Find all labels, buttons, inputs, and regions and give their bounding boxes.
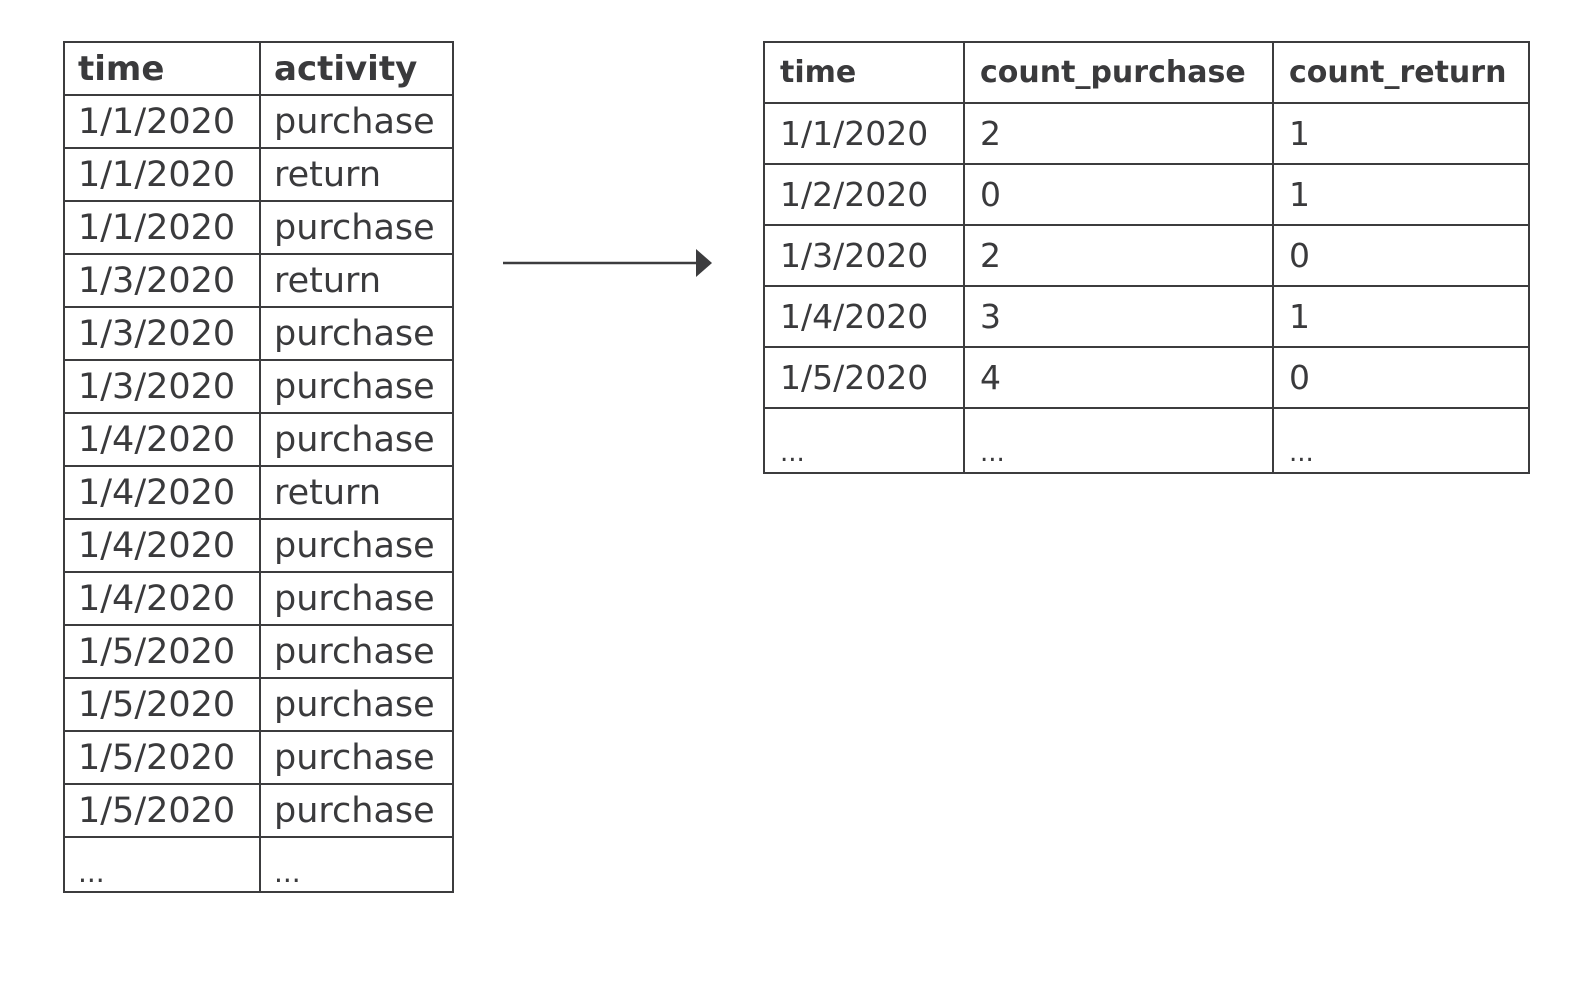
column-header-time: time <box>763 41 965 104</box>
table-row: 1/3/2020 return <box>63 253 454 308</box>
activity-cell: purchase <box>259 412 454 467</box>
activity-cell: purchase <box>259 200 454 255</box>
count-return-cell: ... <box>1272 407 1530 474</box>
column-header-count-purchase: count_purchase <box>963 41 1274 104</box>
table-row: 1/1/2020 purchase <box>63 94 454 149</box>
table-row-ellipsis: ... ... ... <box>763 407 1530 474</box>
column-header-count-return: count_return <box>1272 41 1530 104</box>
count-return-cell: 0 <box>1272 346 1530 409</box>
table-row: 1/4/2020 return <box>63 465 454 520</box>
count-return-cell: 1 <box>1272 102 1530 165</box>
arrow-right-icon <box>503 249 712 277</box>
table-row: 1/3/2020 purchase <box>63 359 454 414</box>
column-header-activity: activity <box>259 41 454 96</box>
count-return-cell: 0 <box>1272 224 1530 287</box>
table-row: 1/5/2020 4 0 <box>763 346 1530 409</box>
activity-cell: purchase <box>259 518 454 573</box>
count-purchase-cell: 0 <box>963 163 1274 226</box>
activity-cell: purchase <box>259 306 454 361</box>
time-cell: 1/1/2020 <box>63 200 261 255</box>
time-cell: 1/3/2020 <box>63 306 261 361</box>
count-return-cell: 1 <box>1272 285 1530 348</box>
time-cell: 1/1/2020 <box>63 94 261 149</box>
header-row: time activity <box>63 41 454 96</box>
table-row: 1/4/2020 purchase <box>63 571 454 626</box>
time-cell: ... <box>763 407 965 474</box>
time-cell: 1/5/2020 <box>63 677 261 732</box>
table-row: 1/1/2020 2 1 <box>763 102 1530 165</box>
table-row: 1/4/2020 purchase <box>63 518 454 573</box>
column-header-time: time <box>63 41 261 96</box>
time-cell: 1/2/2020 <box>763 163 965 226</box>
table-row: 1/1/2020 return <box>63 147 454 202</box>
activity-cell: purchase <box>259 94 454 149</box>
time-cell: ... <box>63 836 261 893</box>
count-return-cell: 1 <box>1272 163 1530 226</box>
raw-activity-table: time activity 1/1/2020 purchase 1/1/2020… <box>63 41 454 893</box>
count-purchase-cell: 2 <box>963 224 1274 287</box>
table-row: 1/3/2020 2 0 <box>763 224 1530 287</box>
time-cell: 1/5/2020 <box>63 783 261 838</box>
time-cell: 1/1/2020 <box>763 102 965 165</box>
activity-cell: purchase <box>259 677 454 732</box>
time-cell: 1/3/2020 <box>63 253 261 308</box>
aggregated-count-table: time count_purchase count_return 1/1/202… <box>763 41 1530 474</box>
count-purchase-cell: 2 <box>963 102 1274 165</box>
table-row-ellipsis: ... ... <box>63 836 454 893</box>
time-cell: 1/4/2020 <box>763 285 965 348</box>
time-cell: 1/4/2020 <box>63 518 261 573</box>
header-row: time count_purchase count_return <box>763 41 1530 104</box>
table-row: 1/5/2020 purchase <box>63 624 454 679</box>
time-cell: 1/4/2020 <box>63 465 261 520</box>
activity-cell: purchase <box>259 359 454 414</box>
activity-cell: purchase <box>259 624 454 679</box>
table-row: 1/4/2020 purchase <box>63 412 454 467</box>
time-cell: 1/3/2020 <box>763 224 965 287</box>
time-cell: 1/3/2020 <box>63 359 261 414</box>
activity-cell: ... <box>259 836 454 893</box>
count-purchase-cell: 3 <box>963 285 1274 348</box>
table-row: 1/3/2020 purchase <box>63 306 454 361</box>
count-purchase-cell: ... <box>963 407 1274 474</box>
table-row: 1/5/2020 purchase <box>63 783 454 838</box>
activity-cell: return <box>259 465 454 520</box>
table-row: 1/4/2020 3 1 <box>763 285 1530 348</box>
table-row: 1/5/2020 purchase <box>63 730 454 785</box>
activity-cell: purchase <box>259 730 454 785</box>
activity-cell: purchase <box>259 783 454 838</box>
time-cell: 1/5/2020 <box>63 730 261 785</box>
count-purchase-cell: 4 <box>963 346 1274 409</box>
activity-cell: return <box>259 147 454 202</box>
time-cell: 1/4/2020 <box>63 412 261 467</box>
time-cell: 1/1/2020 <box>63 147 261 202</box>
activity-cell: return <box>259 253 454 308</box>
time-cell: 1/5/2020 <box>63 624 261 679</box>
time-cell: 1/5/2020 <box>763 346 965 409</box>
time-cell: 1/4/2020 <box>63 571 261 626</box>
table-row: 1/2/2020 0 1 <box>763 163 1530 226</box>
activity-cell: purchase <box>259 571 454 626</box>
table-row: 1/1/2020 purchase <box>63 200 454 255</box>
table-row: 1/5/2020 purchase <box>63 677 454 732</box>
